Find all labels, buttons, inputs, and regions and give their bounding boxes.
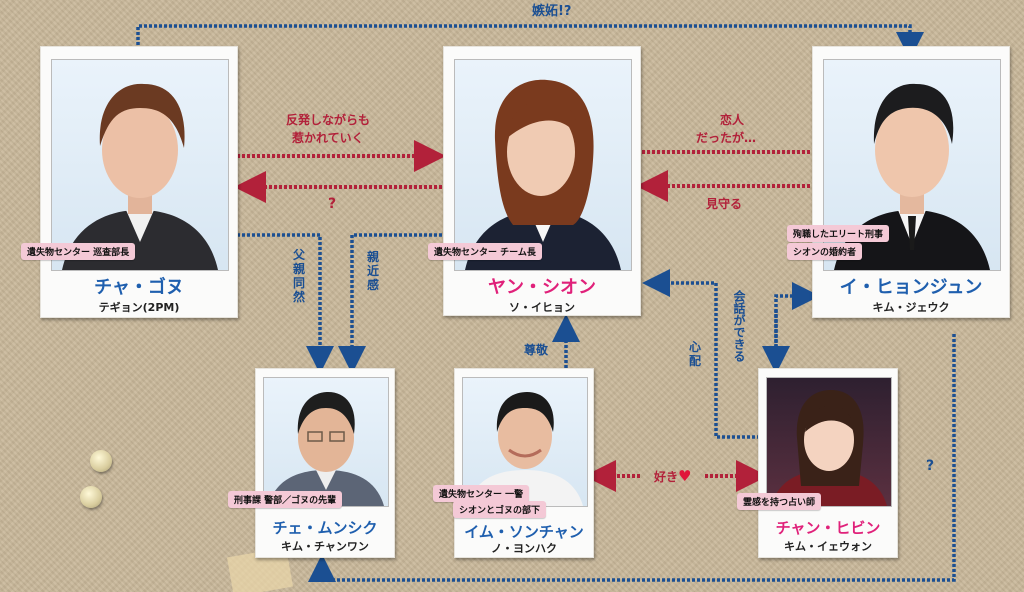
card-choi-munshik[interactable]: 刑事課 警部／ゴヌの先輩 チェ・ムンシク キム・チャンワン bbox=[228, 368, 395, 558]
character-name: イ・ヒョンジュン bbox=[839, 277, 983, 298]
character-name: ヤン・シオン bbox=[488, 277, 596, 298]
card-cha-gonu[interactable]: 遺失物センター 巡査部長 チャ・ゴヌ テギョン(2PM) bbox=[21, 46, 238, 318]
arrow-worry bbox=[642, 269, 760, 439]
arrow-bottom-loop bbox=[308, 334, 956, 582]
label-like: 好き♥ bbox=[654, 468, 691, 485]
card-jang-hibin[interactable]: 霊感を持つ占い師 チャン・ヒビン キム・イェウォン bbox=[737, 368, 898, 558]
photo-yang-shion bbox=[454, 59, 632, 271]
role-badge: 遺失物センター 巡査部長 bbox=[21, 243, 136, 260]
label-cha-to-yang-line2: 惹かれていく bbox=[292, 131, 364, 145]
label-like-text: 好き bbox=[654, 470, 679, 484]
label-father-like: 父親同然 bbox=[292, 248, 305, 304]
photo-jang-hibin bbox=[766, 377, 892, 507]
label-lovers-line2: だったが… bbox=[696, 131, 757, 145]
label-jealousy: 嫉妬!? bbox=[532, 4, 572, 19]
pushpin bbox=[80, 486, 102, 508]
role-badge: 遺失物センター チーム長 bbox=[428, 243, 542, 260]
photo-choi-munshik bbox=[263, 377, 389, 507]
label-respect: 尊敬 bbox=[524, 343, 549, 357]
arrow-father-like bbox=[232, 233, 334, 374]
label-protect: 見守る bbox=[706, 197, 743, 211]
photo-cha-gonu bbox=[51, 59, 229, 271]
actor-name: ソ・イヒョン bbox=[509, 301, 575, 314]
character-name: チャ・ゴヌ bbox=[94, 277, 184, 298]
actor-name: キム・ジェウク bbox=[872, 301, 950, 314]
label-can-talk-text: 会話ができる bbox=[732, 290, 746, 362]
role-badge: シオンの婚約者 bbox=[787, 243, 863, 260]
label-lovers-line1: 恋人 bbox=[720, 113, 745, 127]
label-closeness: 親近感 bbox=[366, 250, 379, 292]
pushpin bbox=[90, 450, 112, 472]
role-badge: 殉職したエリート刑事 bbox=[787, 225, 890, 242]
actor-name: ノ・ヨンハク bbox=[491, 542, 557, 555]
actor-name: キム・イェウォン bbox=[784, 540, 872, 553]
label-can-talk: 会話ができる bbox=[732, 290, 772, 362]
card-lim-sonchan[interactable]: 遺失物センター 一警 シオンとゴヌの部下 イム・ソンチャン ノ・ヨンハク bbox=[433, 368, 594, 558]
role-badge: 霊感を持つ占い師 bbox=[737, 493, 822, 510]
portrait-icon bbox=[62, 83, 218, 270]
heart-icon: ♥ bbox=[678, 467, 692, 485]
label-yang-to-cha: ? bbox=[328, 196, 337, 212]
character-name: チャン・ヒビン bbox=[775, 519, 881, 537]
arrow-jealousy bbox=[136, 24, 924, 60]
actor-name: キム・チャンワン bbox=[281, 540, 369, 553]
card-yang-shion[interactable]: 遺失物センター チーム長 ヤン・シオン ソ・イヒョン bbox=[428, 46, 641, 316]
character-name: チェ・ムンシク bbox=[272, 519, 378, 537]
arrow-can-talk-up bbox=[774, 282, 820, 352]
portrait-icon bbox=[771, 390, 887, 506]
actor-name: テギョン(2PM) bbox=[98, 301, 180, 314]
label-question-bottom: ? bbox=[926, 458, 935, 474]
character-name: イム・ソンチャン bbox=[464, 523, 584, 541]
role-badge: 刑事課 警部／ゴヌの先輩 bbox=[228, 491, 343, 508]
portrait-icon bbox=[834, 83, 990, 270]
portrait-icon bbox=[268, 392, 384, 506]
role-badge: シオンとゴヌの部下 bbox=[453, 501, 547, 518]
card-lee-hyunjun[interactable]: 殉職したエリート刑事 シオンの婚約者 イ・ヒョンジュン キム・ジェウク bbox=[787, 46, 1010, 318]
arrow-closeness bbox=[338, 233, 447, 374]
portrait-icon bbox=[465, 79, 621, 270]
label-worry: 心配 bbox=[688, 340, 701, 368]
label-cha-to-yang-line1: 反発しながらも bbox=[286, 113, 371, 127]
role-badge: 遺失物センター 一警 bbox=[433, 485, 530, 502]
